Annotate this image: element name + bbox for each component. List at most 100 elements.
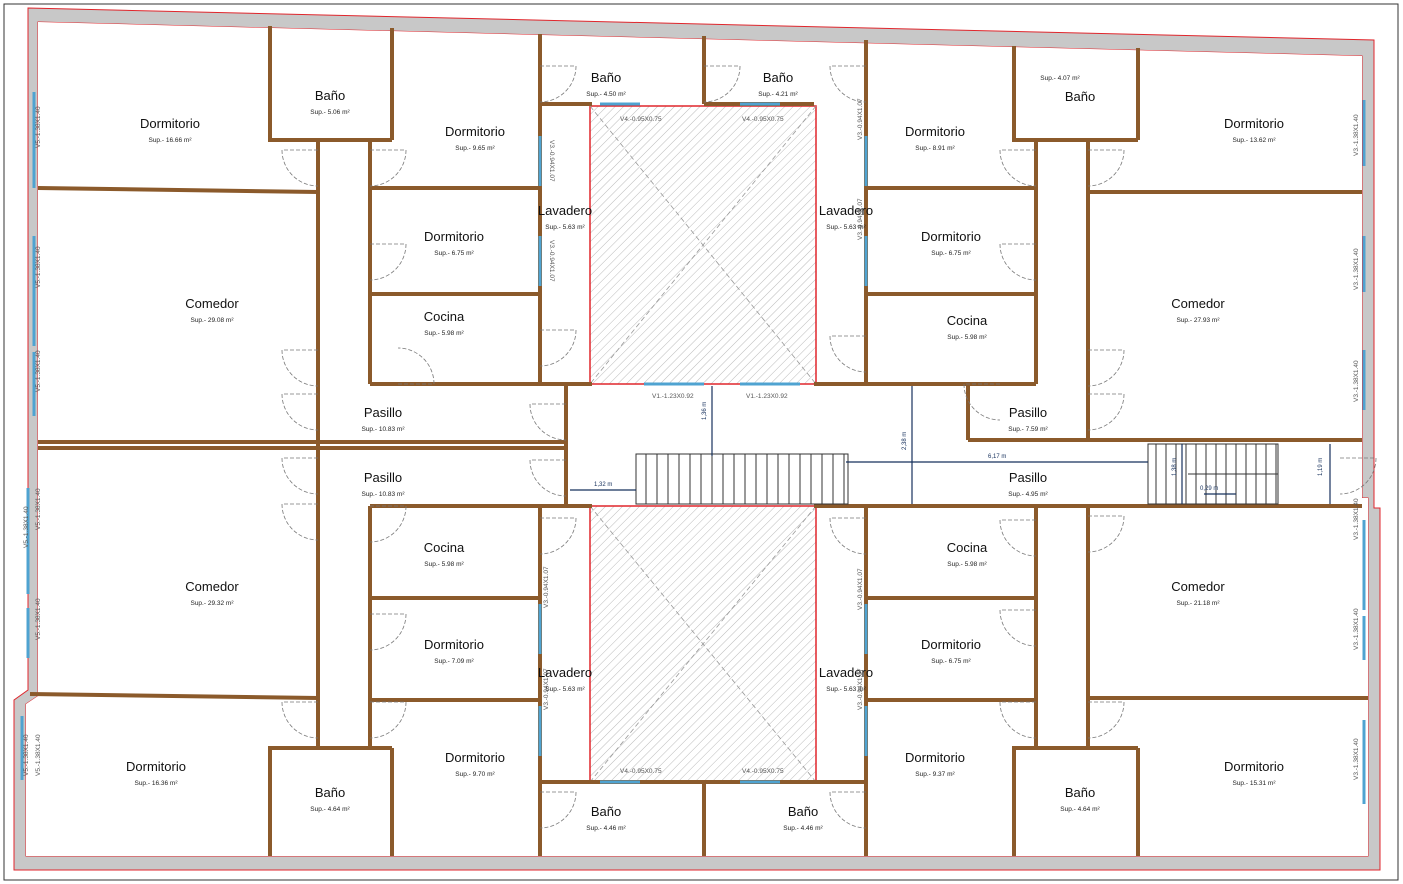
area-unit: m²	[1266, 137, 1276, 144]
area-unit: m²	[1090, 806, 1100, 813]
area-unit: m²	[945, 771, 955, 778]
room-name: Comedor	[1171, 579, 1225, 594]
area-unit: m²	[616, 825, 626, 832]
area-value: 9.37	[933, 771, 946, 778]
room-area: Sup.- 6.75 m²	[931, 658, 971, 665]
door-swing	[999, 149, 1037, 187]
window-label: V4.-0.95X0.75	[620, 768, 662, 775]
area-value: 5.06	[328, 109, 341, 116]
area-value: 4.64	[1078, 806, 1091, 813]
door-swing	[1087, 701, 1125, 739]
room-area: Sup.- 15.31 m²	[1232, 780, 1276, 787]
door-swing	[829, 517, 867, 555]
room-area: Sup.- 16.36 m²	[134, 780, 178, 787]
room-name: Dormitorio	[424, 637, 484, 652]
room-name: Pasillo	[1009, 405, 1047, 420]
floor-area	[26, 22, 1368, 856]
area-unit: m²	[485, 771, 495, 778]
area-prefix: Sup.-	[424, 330, 441, 337]
area-prefix: Sup.-	[1176, 317, 1193, 324]
area-value: 9.65	[473, 145, 486, 152]
area-value: 5.98	[442, 561, 455, 568]
door-swing	[999, 243, 1037, 281]
area-value: 7.59	[1026, 426, 1039, 433]
room-name: Dormitorio	[1224, 759, 1284, 774]
room-area: Sup.- 4.50 m²	[586, 91, 626, 98]
window-label: V3.-1.38X1.40	[1353, 608, 1360, 650]
area-value: 5.98	[965, 561, 978, 568]
area-value: 5.63	[563, 224, 576, 231]
room-name: Comedor	[1171, 296, 1225, 311]
dimension-label: 2,38 m	[902, 432, 908, 450]
window-label: V3.-0.94X1.07	[543, 668, 550, 710]
area-unit: m²	[182, 137, 192, 144]
room-area: Sup.- 9.65 m²	[455, 145, 495, 152]
room-area: Sup.- 6.75 m²	[434, 250, 474, 257]
area-prefix: Sup.-	[915, 771, 932, 778]
area-prefix: Sup.-	[947, 334, 964, 341]
door-swing	[999, 609, 1037, 647]
area-unit: m²	[395, 426, 405, 433]
door-swing	[999, 701, 1037, 739]
door-swing	[1087, 149, 1125, 187]
area-value: 4.46	[604, 825, 617, 832]
patio-bottom	[589, 505, 817, 783]
area-prefix: Sup.-	[947, 561, 964, 568]
window-label: V3.-0.94X1.07	[548, 240, 555, 282]
room-area: Sup.- 4.46 m²	[783, 825, 823, 832]
area-unit: m²	[168, 780, 178, 787]
door-swing	[369, 149, 407, 187]
area-prefix: Sup.-	[1040, 75, 1057, 82]
area-prefix: Sup.-	[826, 686, 843, 693]
room-area: Sup.- 29.08 m²	[190, 317, 234, 324]
room-name: Dormitorio	[921, 229, 981, 244]
area-prefix: Sup.-	[1232, 137, 1249, 144]
room-area: Sup.- 5.63 m²	[545, 686, 585, 693]
room-area: Sup.- 5.63 m²	[545, 224, 585, 231]
room-area: Sup.- 9.70 m²	[455, 771, 495, 778]
room-name: Cocina	[947, 313, 988, 328]
area-value: 4.50	[604, 91, 617, 98]
door-swing	[369, 243, 407, 281]
dimension-label: 1,32 m	[594, 482, 612, 488]
area-unit: m²	[464, 658, 474, 665]
area-unit: m²	[616, 91, 626, 98]
area-value: 5.63	[563, 686, 576, 693]
room-area: Sup.- 8.91 m²	[915, 145, 955, 152]
room-name: Baño	[315, 785, 345, 800]
page-border	[3, 3, 1399, 881]
dimension-label: 6,17 m	[988, 454, 1006, 460]
door-swing	[281, 393, 319, 431]
area-prefix: Sup.-	[545, 686, 562, 693]
room-name: Baño	[1065, 785, 1095, 800]
window-label: V4.-0.95X0.75	[620, 116, 662, 123]
room-name: Dormitorio	[126, 759, 186, 774]
area-unit: m²	[1070, 75, 1080, 82]
area-value: 7.09	[452, 658, 465, 665]
area-unit: m²	[1210, 600, 1220, 607]
room-area: Sup.- 5.98 m²	[947, 561, 987, 568]
door-swing	[703, 65, 741, 103]
dimension-label: 1,38 m	[1172, 458, 1178, 476]
window-label: V5.-1.38X1.40	[35, 598, 42, 640]
area-value: 10.83	[379, 426, 396, 433]
door-swing	[281, 701, 319, 739]
window-label: V3.-0.94X1.07	[857, 98, 864, 140]
room-name: Dormitorio	[140, 116, 200, 131]
door-swing	[999, 519, 1037, 557]
area-unit: m²	[1038, 426, 1048, 433]
area-unit: m²	[485, 145, 495, 152]
area-value: 4.46	[801, 825, 814, 832]
area-prefix: Sup.-	[586, 91, 603, 98]
room-area: Sup.- 5.63 m²	[826, 224, 866, 231]
window-label: V4.-0.95X0.75	[742, 116, 784, 123]
area-unit: m²	[395, 491, 405, 498]
room-name: Lavadero	[819, 203, 873, 218]
room-name: Cocina	[424, 309, 465, 324]
area-unit: m²	[454, 561, 464, 568]
door-swing	[539, 329, 577, 367]
area-unit: m²	[977, 561, 987, 568]
area-prefix: Sup.-	[586, 825, 603, 832]
area-value: 4.64	[328, 806, 341, 813]
